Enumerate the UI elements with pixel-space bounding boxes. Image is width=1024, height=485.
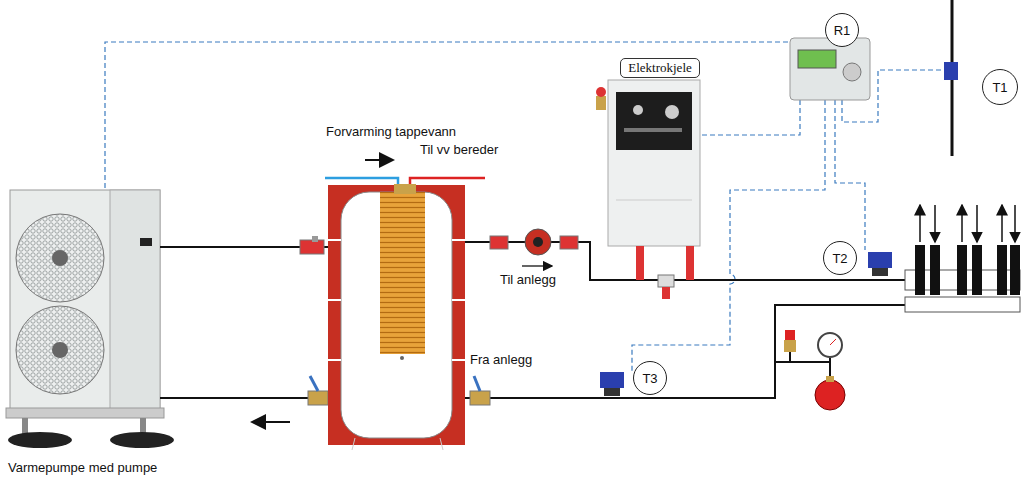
callout-number: T1 bbox=[992, 80, 1007, 95]
flow-label: Til vv bereder bbox=[420, 142, 498, 157]
callout-number: R1 bbox=[834, 23, 851, 38]
callout-circle: T3 bbox=[633, 361, 667, 395]
boiler-label-box: Elektrokjele bbox=[620, 58, 700, 78]
callout-circle: T1 bbox=[982, 69, 1018, 105]
unit-label: Varmepumpe med pumpe bbox=[8, 460, 157, 475]
flow-label: Fra anlegg bbox=[470, 352, 532, 367]
flow-label: Til anlegg bbox=[500, 272, 556, 287]
callout-number: T2 bbox=[832, 251, 847, 266]
flow-label: Forvarming tappevann bbox=[326, 124, 456, 139]
box-title: Elektrokjele bbox=[628, 60, 692, 76]
callout-circle: T2 bbox=[823, 241, 857, 275]
callout-number: T3 bbox=[642, 371, 657, 386]
callout-circle: R1 bbox=[825, 13, 859, 47]
